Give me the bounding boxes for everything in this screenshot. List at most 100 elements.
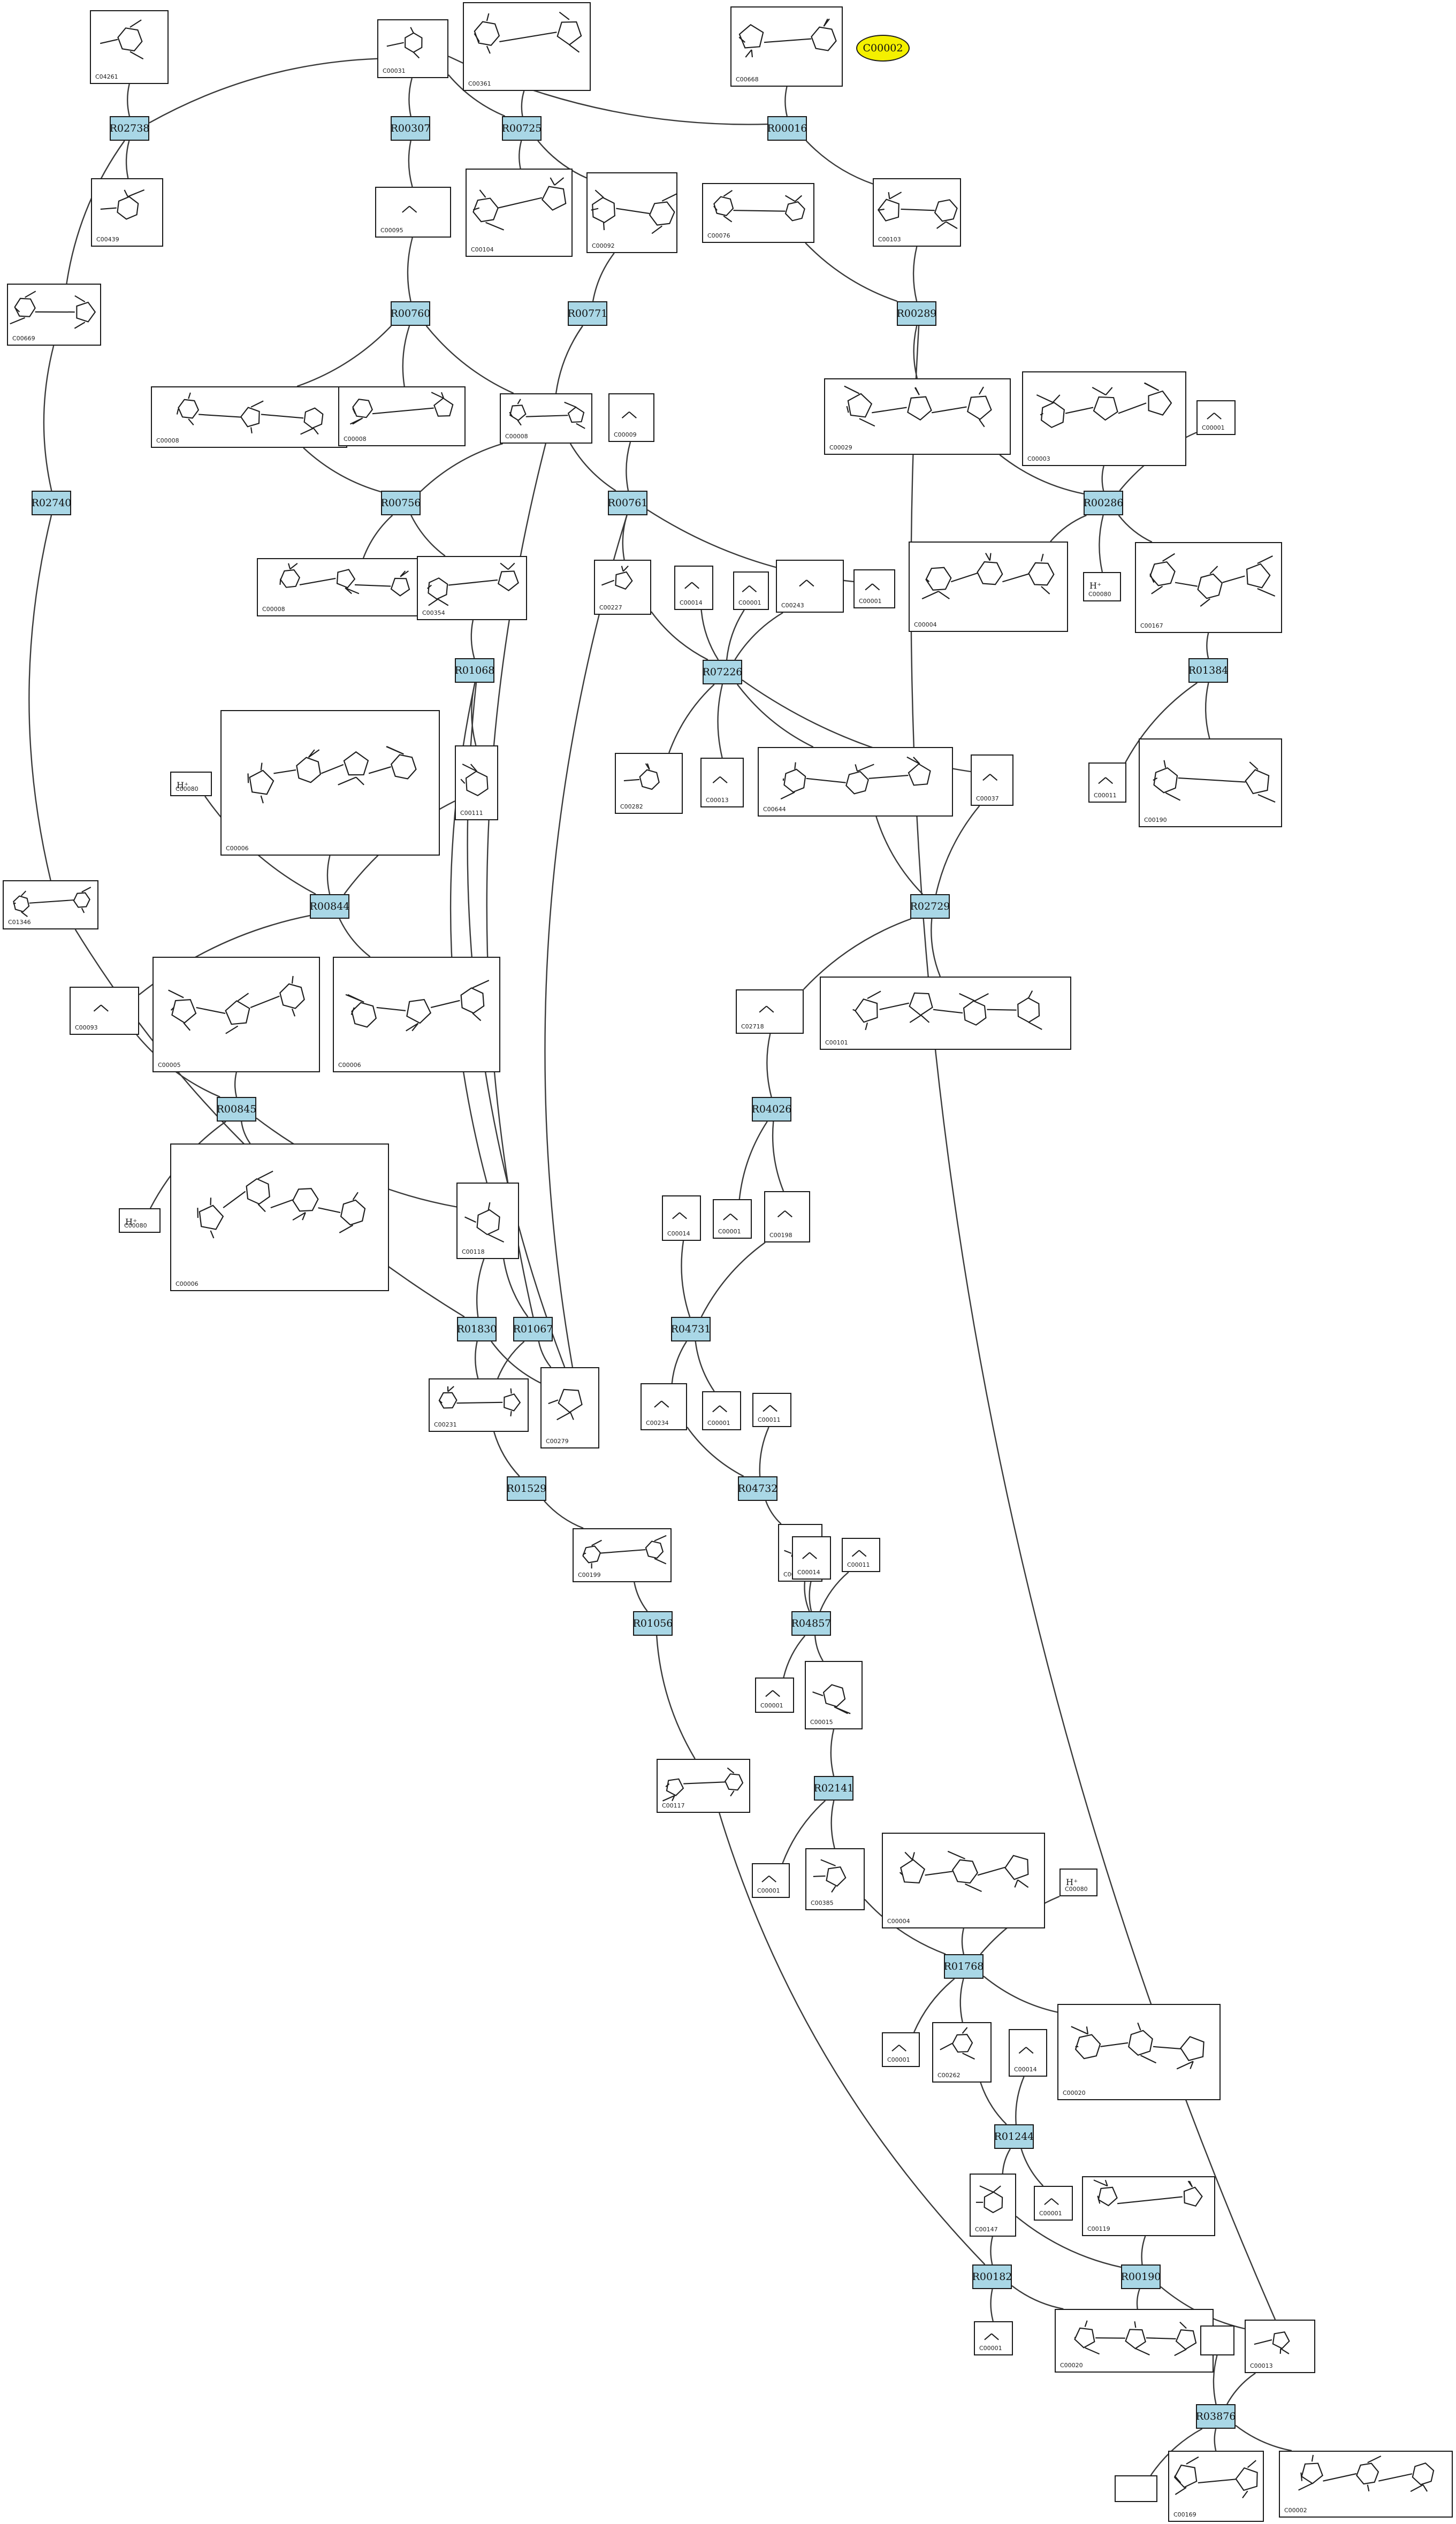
compound-c00009[interactable]: C00009 — [608, 393, 654, 442]
reaction-r00289[interactable]: R00289 — [897, 301, 936, 326]
compound-c00001[interactable]: C00001 — [1034, 2186, 1073, 2221]
compound-c00147[interactable]: C00147 — [970, 2174, 1016, 2237]
compound-c00006[interactable]: C00006 — [220, 710, 440, 856]
compound-c00013[interactable]: C00013 — [700, 758, 744, 807]
compound-c00167[interactable]: C00167 — [1135, 542, 1282, 633]
compound-c00020[interactable]: C00020 — [1057, 2004, 1221, 2100]
compound-c00029[interactable]: C00029 — [824, 378, 1011, 455]
reaction-r00016[interactable]: R00016 — [767, 116, 807, 141]
reaction-r03876[interactable]: R03876 — [1196, 2404, 1236, 2429]
compound-c00669[interactable]: C00669 — [7, 284, 101, 346]
compound-c00262[interactable]: C00262 — [932, 2022, 992, 2083]
compound-c00013b[interactable]: C00013 — [1245, 2320, 1315, 2373]
reaction-r00845[interactable]: R00845 — [217, 1097, 256, 1122]
compound-c00001[interactable]: C00001 — [733, 571, 769, 610]
compound-c00031[interactable]: C00031 — [377, 19, 448, 78]
reaction-r00190[interactable]: R00190 — [1121, 2264, 1161, 2289]
reaction-r00182[interactable]: R00182 — [972, 2264, 1012, 2289]
compound-c00014[interactable]: C00014 — [792, 1536, 831, 1580]
compound-c00243[interactable]: C00243 — [776, 560, 844, 613]
reaction-r01529[interactable]: R01529 — [507, 1476, 546, 1501]
compound-c00004[interactable]: C00004 — [882, 1833, 1045, 1928]
reaction-r01384[interactable]: R01384 — [1188, 658, 1228, 683]
reaction-r04857[interactable]: R04857 — [791, 1611, 831, 1636]
reaction-r01830[interactable]: R01830 — [457, 1317, 497, 1341]
compound-c00118[interactable]: C00118 — [456, 1183, 519, 1259]
compound-c00001[interactable]: C00001 — [752, 1863, 790, 1898]
compound-c00080[interactable]: H⁺C00080 — [1059, 1869, 1097, 1896]
compound-c00002[interactable]: C00002 — [1279, 2451, 1453, 2518]
compound-c00008[interactable]: C00008 — [500, 393, 592, 444]
compound-c00006[interactable]: C00006 — [333, 957, 500, 1072]
empty-compound-box[interactable] — [1115, 2475, 1157, 2502]
compound-c04261[interactable]: C04261 — [90, 10, 169, 84]
compound-c00008[interactable]: C00008 — [151, 386, 347, 448]
reaction-r02141[interactable]: R02141 — [814, 1776, 853, 1801]
compound-c00080[interactable]: H⁺C00080 — [119, 1208, 161, 1233]
reaction-r00756[interactable]: R00756 — [381, 491, 421, 515]
compound-c00011[interactable]: C00011 — [752, 1393, 791, 1427]
compound-c00080[interactable]: H⁺C00080 — [1083, 572, 1121, 601]
compound-c00198[interactable]: C00198 — [764, 1191, 810, 1242]
empty-compound-box[interactable] — [1200, 2325, 1234, 2355]
compound-c00361[interactable]: C00361 — [463, 2, 591, 91]
reaction-r00307[interactable]: R00307 — [391, 116, 430, 141]
reaction-r02729[interactable]: R02729 — [910, 894, 950, 919]
reaction-r01244[interactable]: R01244 — [994, 2124, 1034, 2149]
compound-c00169[interactable]: C00169 — [1168, 2451, 1264, 2522]
compound-c00234[interactable]: C00234 — [641, 1383, 687, 1430]
compound-c02718[interactable]: C02718 — [736, 989, 804, 1034]
reaction-r04731[interactable]: R04731 — [671, 1317, 711, 1341]
reaction-r07226[interactable]: R07226 — [703, 660, 742, 684]
reaction-r01056[interactable]: R01056 — [633, 1611, 673, 1636]
reaction-r00725[interactable]: R00725 — [502, 116, 542, 141]
compound-c00001[interactable]: C00001 — [974, 2321, 1013, 2355]
compound-c00227[interactable]: C00227 — [594, 560, 651, 615]
compound-c00093[interactable]: C00093 — [70, 987, 139, 1035]
compound-c00080[interactable]: H⁺C00080 — [170, 772, 212, 796]
compound-c00020[interactable]: C00020 — [1055, 2309, 1214, 2373]
compound-c00117[interactable]: C00117 — [657, 1759, 750, 1813]
compound-c00001[interactable]: C00001 — [853, 569, 895, 608]
compound-c00001[interactable]: C00001 — [713, 1199, 752, 1239]
compound-c00014[interactable]: C00014 — [1009, 2029, 1047, 2077]
compound-c00001[interactable]: C00001 — [882, 2032, 920, 2067]
compound-c00006[interactable]: C00006 — [170, 1143, 389, 1291]
compound-c00279[interactable]: C00279 — [540, 1367, 599, 1448]
compound-c00282[interactable]: C00282 — [615, 753, 683, 814]
compound-c00385[interactable]: C00385 — [805, 1848, 865, 1910]
reaction-r00760[interactable]: R00760 — [391, 301, 430, 326]
reaction-r01768[interactable]: R01768 — [944, 1954, 984, 1979]
compound-c00101[interactable]: C00101 — [820, 977, 1071, 1050]
compound-c00008[interactable]: C00008 — [338, 386, 466, 446]
reaction-r00286[interactable]: R00286 — [1084, 491, 1123, 515]
compound-c00119[interactable]: C00119 — [1082, 2176, 1215, 2236]
compound-c00037[interactable]: C00037 — [971, 754, 1013, 806]
reaction-r00844[interactable]: R00844 — [310, 894, 349, 919]
compound-c01346[interactable]: C01346 — [3, 880, 98, 929]
compound-c00644[interactable]: C00644 — [758, 747, 953, 817]
compound-c00014[interactable]: C00014 — [662, 1195, 701, 1241]
compound-c00014[interactable]: C00014 — [674, 566, 713, 610]
compound-c00011[interactable]: C00011 — [1088, 762, 1126, 803]
compound-c00354[interactable]: C00354 — [417, 556, 527, 620]
compound-c00001[interactable]: C00001 — [1196, 400, 1236, 435]
reaction-r04732[interactable]: R04732 — [738, 1476, 777, 1501]
reaction-r00771[interactable]: R00771 — [568, 301, 607, 326]
compound-c00015[interactable]: C00015 — [805, 1661, 863, 1729]
compound-c00001[interactable]: C00001 — [702, 1391, 741, 1430]
compound-c00103[interactable]: C00103 — [873, 178, 961, 247]
reaction-r02738[interactable]: R02738 — [110, 116, 149, 141]
compound-c00092[interactable]: C00092 — [586, 172, 677, 253]
compound-c00668[interactable]: C00668 — [730, 6, 843, 87]
compound-c00199[interactable]: C00199 — [573, 1528, 672, 1582]
reaction-r01068[interactable]: R01068 — [455, 658, 494, 683]
reaction-r01067[interactable]: R01067 — [513, 1317, 553, 1341]
reaction-r04026[interactable]: R04026 — [752, 1097, 791, 1122]
reaction-r00761[interactable]: R00761 — [608, 491, 647, 515]
compound-c00231[interactable]: C00231 — [429, 1378, 529, 1432]
compound-c00095[interactable]: C00095 — [375, 187, 451, 238]
compound-c00439[interactable]: C00439 — [91, 178, 163, 247]
compound-c00001[interactable]: C00001 — [755, 1677, 794, 1713]
compound-c00076[interactable]: C00076 — [702, 183, 814, 243]
